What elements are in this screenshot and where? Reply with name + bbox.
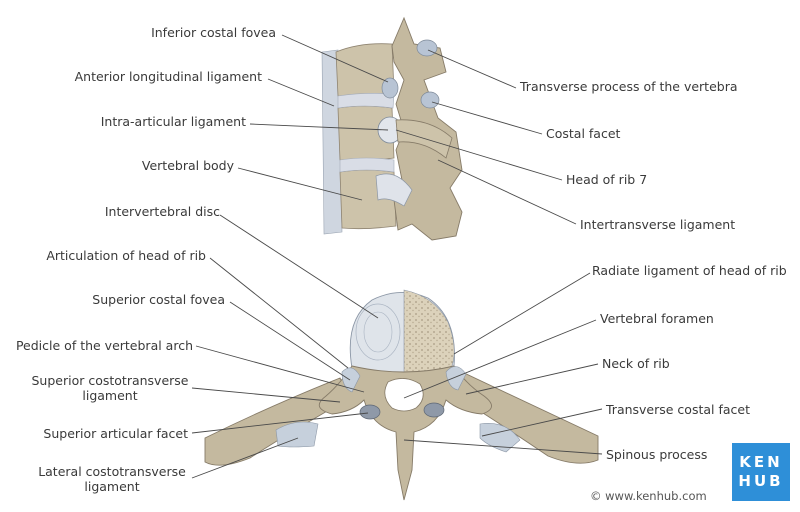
label-superior-costotransverse-line2: ligament xyxy=(82,388,138,403)
logo-line-1: KEN xyxy=(739,453,783,471)
label-transverse-costal-facet: Transverse costal facet xyxy=(606,402,751,417)
leader-inferior-costal-fovea xyxy=(281,34,389,83)
label-lateral-costotransverse-line2: ligament xyxy=(84,479,140,494)
lateral-view xyxy=(321,16,463,241)
leader-neck-of-rib xyxy=(465,363,599,395)
label-intra-articular-ligament: Intra-articular ligament xyxy=(100,114,246,129)
label-neck-of-rib: Neck of rib xyxy=(602,356,670,371)
leader-lateral-costotransverse-ligament xyxy=(191,437,299,479)
label-pedicle-vertebral-arch: Pedicle of the vertebral arch xyxy=(15,338,193,353)
leader-pedicle xyxy=(195,345,365,393)
leader-vertebral-body xyxy=(237,167,363,201)
label-superior-costotransverse-line1: Superior costotransverse xyxy=(31,373,189,388)
label-vertebral-body: Vertebral body xyxy=(141,158,234,173)
label-intervertebral-disc: Intervertebral disc xyxy=(104,204,220,219)
label-costal-facet: Costal facet xyxy=(546,126,621,141)
leader-transverse-process xyxy=(427,49,517,89)
leader-spinous-process xyxy=(403,439,603,455)
leader-intra-articular-ligament xyxy=(249,123,389,131)
leader-vertebral-foramen xyxy=(403,319,597,399)
label-superior-costal-fovea: Superior costal fovea xyxy=(92,292,225,307)
leader-articulation-head-of-rib xyxy=(209,257,349,369)
label-articulation-head-of-rib: Articulation of head of rib xyxy=(46,248,206,263)
leader-anterior-longitudinal-ligament xyxy=(267,78,335,107)
label-radiate-ligament: Radiate ligament of head of rib xyxy=(592,263,787,278)
leader-intervertebral-disc xyxy=(219,214,379,319)
credit-text: © www.kenhub.com xyxy=(590,489,707,503)
leader-head-of-rib-7 xyxy=(395,129,563,181)
label-inferior-costal-fovea: Inferior costal fovea xyxy=(151,25,276,40)
label-intertransverse-ligament: Intertransverse ligament xyxy=(580,217,736,232)
superior-view xyxy=(204,289,599,501)
logo-line-2: HUB xyxy=(738,472,784,490)
leader-intertransverse-ligament xyxy=(437,159,577,225)
leader-radiate-ligament xyxy=(453,272,591,355)
label-vertebral-foramen: Vertebral foramen xyxy=(600,311,714,326)
leader-superior-articular-facet xyxy=(191,412,369,434)
label-transverse-process: Transverse process of the vertebra xyxy=(520,79,738,94)
label-superior-articular-facet: Superior articular facet xyxy=(43,426,188,441)
leader-superior-costotransverse-ligament xyxy=(191,387,341,403)
label-spinous-process: Spinous process xyxy=(606,447,708,462)
leader-transverse-costal-facet xyxy=(481,408,603,437)
label-lateral-costotransverse-line1: Lateral costotransverse xyxy=(38,464,186,479)
label-lateral-costotransverse-ligament: Lateral costotransverse ligament xyxy=(36,464,188,494)
label-head-of-rib-7: Head of rib 7 xyxy=(566,172,648,187)
label-anterior-longitudinal-ligament: Anterior longitudinal ligament xyxy=(74,69,262,84)
kenhub-logo: KEN HUB xyxy=(732,443,790,501)
leader-costal-facet xyxy=(431,101,543,135)
leader-superior-costal-fovea xyxy=(229,301,351,381)
label-superior-costotransverse-ligament: Superior costotransverse ligament xyxy=(30,373,190,403)
